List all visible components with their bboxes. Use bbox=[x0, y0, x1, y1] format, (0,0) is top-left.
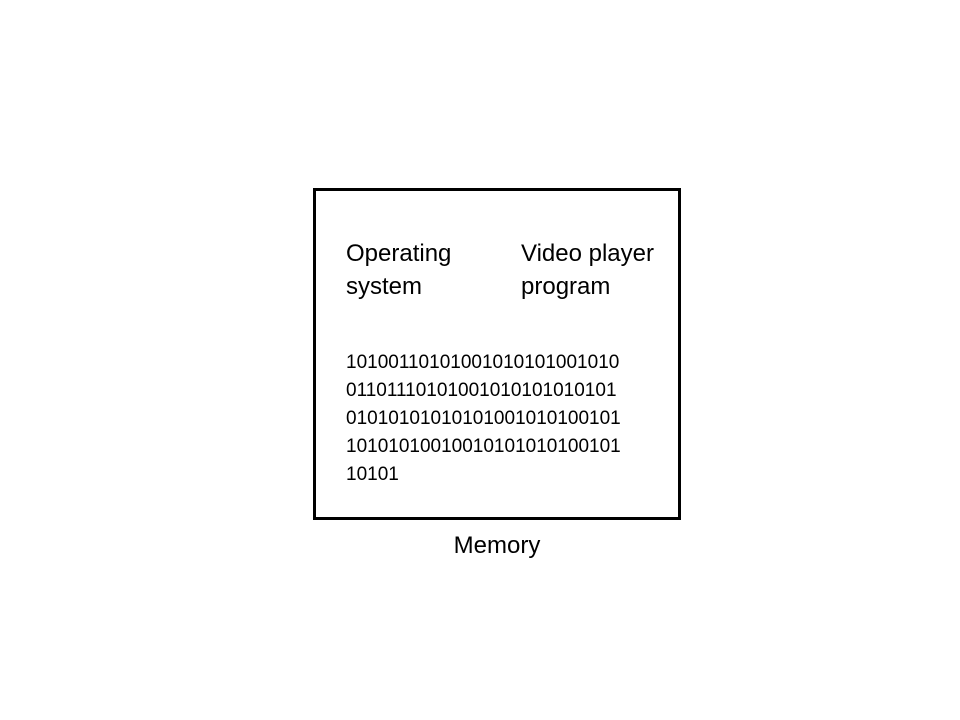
binary-line-5: 10101 bbox=[346, 464, 399, 485]
memory-caption: Memory bbox=[453, 532, 541, 559]
video-player-label-line-2: program bbox=[521, 273, 611, 300]
operating-system-label-line-1: Operating bbox=[346, 240, 452, 267]
video-player-label-line-1: Video player bbox=[521, 240, 654, 267]
binary-line-4: 10101010010010101010100101 bbox=[346, 436, 621, 457]
binary-line-2: 01101110101001010101010101 bbox=[346, 380, 617, 401]
binary-line-1: 10100110101001010101001010 bbox=[346, 352, 620, 373]
binary-data: 10100110101001010101001010 0110111010100… bbox=[346, 349, 621, 489]
memory-box: Operating system Video player program 10… bbox=[313, 188, 681, 520]
operating-system-label-line-2: system bbox=[346, 273, 423, 300]
operating-system-label: Operating system bbox=[346, 237, 451, 303]
video-player-program-label: Video player program bbox=[521, 237, 654, 303]
binary-line-3: 01010101010101001010100101 bbox=[346, 408, 621, 429]
